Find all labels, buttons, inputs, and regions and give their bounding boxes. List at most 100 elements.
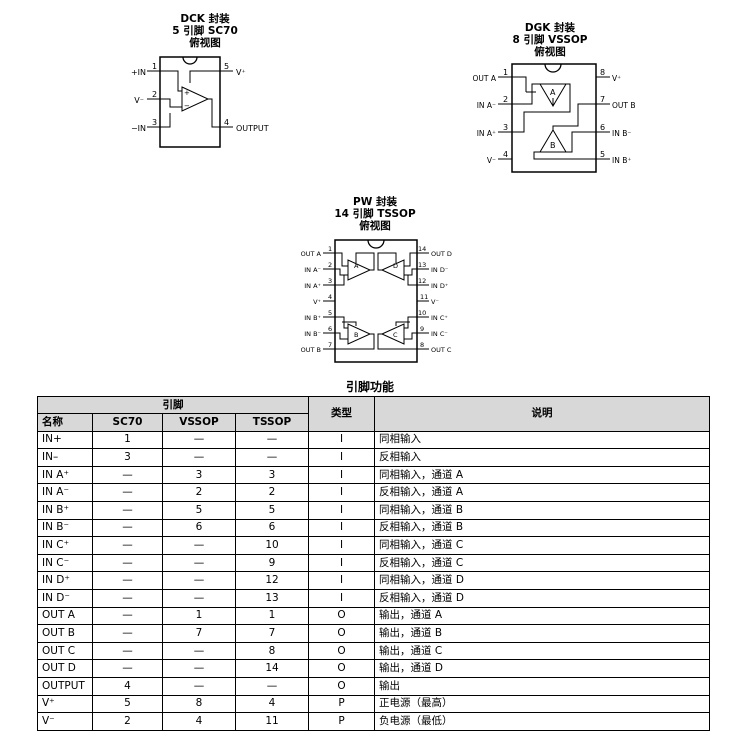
- pw-title-line-2: 14 引脚 TSSOP: [334, 208, 416, 220]
- cell-desc: 正电源（最高）: [374, 694, 710, 714]
- cell-tssop: 8: [235, 641, 309, 661]
- cell-type: P: [308, 712, 375, 731]
- dck-package-title: DCK 封装 5 引脚 SC70 俯视图: [150, 13, 260, 49]
- cell-name: IN–: [37, 448, 93, 467]
- dck-pin-label: V⁻: [134, 96, 144, 105]
- dck-title-line-2: 5 引脚 SC70: [172, 25, 238, 37]
- cell-desc: 输出，通道 B: [374, 624, 710, 643]
- cell-tssop: 12: [235, 571, 309, 590]
- pw-package-diagram: 1 2 3 4 5 6 7 OUT A IN A⁻ IN A⁺ V⁺ IN B⁺…: [301, 239, 452, 363]
- pw-pin-label: IN A⁺: [304, 282, 321, 290]
- dgk-package-diagram: 1 2 3 4 OUT A IN A⁻ IN A⁺ V⁻ 8 7 6 5 V⁺ …: [473, 63, 636, 173]
- cell-vssop: 5: [162, 500, 236, 520]
- pw-pin-label: OUT B: [301, 346, 321, 354]
- pw-opamp-b-symbol: [335, 316, 375, 350]
- dgk-amp-label: B: [550, 141, 556, 150]
- cell-name: IN B⁺: [37, 500, 93, 520]
- cell-name: IN+: [37, 430, 93, 450]
- cell-tssop: 3: [235, 465, 309, 485]
- cell-name: IN D⁺: [37, 571, 93, 590]
- pw-pin-label: V⁺: [313, 298, 321, 306]
- cell-name: V⁻: [37, 712, 93, 731]
- cell-vssop: —: [162, 536, 236, 555]
- cell-vssop: 7: [162, 624, 236, 643]
- dgk-package-title: DGK 封装 8 引脚 VSSOP 俯视图: [495, 22, 605, 58]
- tssop-header: TSSOP: [235, 413, 309, 432]
- dck-package-diagram: 1 2 3 +IN V⁻ −IN 5 4 V⁺ OUTPUT + −: [131, 56, 269, 148]
- dck-pin-num: 5: [224, 62, 229, 71]
- cell-type: I: [308, 500, 375, 520]
- dgk-pin-label: OUT B: [612, 101, 636, 110]
- cell-vssop: 2: [162, 483, 236, 502]
- cell-sc70: —: [92, 571, 163, 590]
- cell-type: I: [308, 448, 375, 467]
- cell-name: IN A⁺: [37, 465, 93, 485]
- cell-desc: 同相输入，通道 C: [374, 536, 710, 555]
- pw-pin-num: 3: [328, 277, 332, 285]
- cell-name: OUT D: [37, 659, 93, 678]
- pw-pin-num: 9: [420, 325, 424, 333]
- dck-pin-label: V⁺: [236, 68, 246, 77]
- cell-sc70: 1: [92, 430, 163, 450]
- cell-name: OUTPUT: [37, 676, 93, 696]
- cell-type: O: [308, 676, 375, 696]
- cell-type: I: [308, 518, 375, 538]
- pin-functions-title: 引脚功能: [345, 380, 394, 394]
- pw-pin-label: IN D⁺: [431, 282, 448, 290]
- cell-vssop: —: [162, 448, 236, 467]
- pin-group-header: 引脚: [37, 396, 309, 414]
- cell-type: I: [308, 483, 375, 502]
- cell-desc: 负电源（最低）: [374, 712, 710, 731]
- cell-type: I: [308, 430, 375, 450]
- cell-sc70: —: [92, 500, 163, 520]
- pw-pin-num: 6: [328, 325, 332, 333]
- vssop-header: VSSOP: [162, 413, 236, 432]
- cell-sc70: —: [92, 518, 163, 538]
- cell-tssop: —: [235, 430, 309, 450]
- cell-name: IN B⁻: [37, 518, 93, 538]
- cell-type: O: [308, 659, 375, 678]
- cell-sc70: —: [92, 588, 163, 608]
- cell-tssop: 11: [235, 712, 309, 731]
- cell-tssop: 6: [235, 518, 309, 538]
- cell-name: OUT B: [37, 624, 93, 643]
- dgk-pin-label: V⁺: [612, 74, 621, 83]
- dgk-pin-num: 3: [503, 123, 508, 132]
- dgk-pin-label: OUT A: [473, 74, 497, 83]
- pw-pin-num: 12: [418, 277, 426, 285]
- name-header: 名称: [37, 413, 93, 432]
- pw-pin-num: 5: [328, 309, 332, 317]
- cell-vssop: 6: [162, 518, 236, 538]
- cell-name: IN C⁻: [37, 553, 93, 573]
- cell-tssop: —: [235, 676, 309, 696]
- cell-vssop: 3: [162, 465, 236, 485]
- dgk-pin-num: 2: [503, 95, 508, 104]
- dck-pin-num: 2: [152, 90, 157, 99]
- dck-pin-label: OUTPUT: [236, 124, 269, 133]
- pw-pin-num: 10: [418, 309, 426, 317]
- cell-name: IN C⁺: [37, 536, 93, 555]
- cell-vssop: —: [162, 430, 236, 450]
- cell-sc70: —: [92, 659, 163, 678]
- cell-tssop: 2: [235, 483, 309, 502]
- pw-pin-num: 1: [328, 245, 332, 253]
- cell-tssop: 14: [235, 659, 309, 678]
- cell-type: O: [308, 641, 375, 661]
- cell-vssop: —: [162, 676, 236, 696]
- pw-pin-label: IN B⁻: [304, 330, 321, 338]
- cell-sc70: —: [92, 483, 163, 502]
- dgk-pin-label: V⁻: [487, 156, 496, 165]
- cell-tssop: 4: [235, 694, 309, 714]
- cell-sc70: —: [92, 553, 163, 573]
- pw-pin-label: OUT C: [431, 346, 452, 354]
- pw-opamp-d-symbol: [377, 252, 417, 286]
- dgk-pin-num: 6: [600, 123, 605, 132]
- cell-desc: 输出，通道 A: [374, 606, 710, 626]
